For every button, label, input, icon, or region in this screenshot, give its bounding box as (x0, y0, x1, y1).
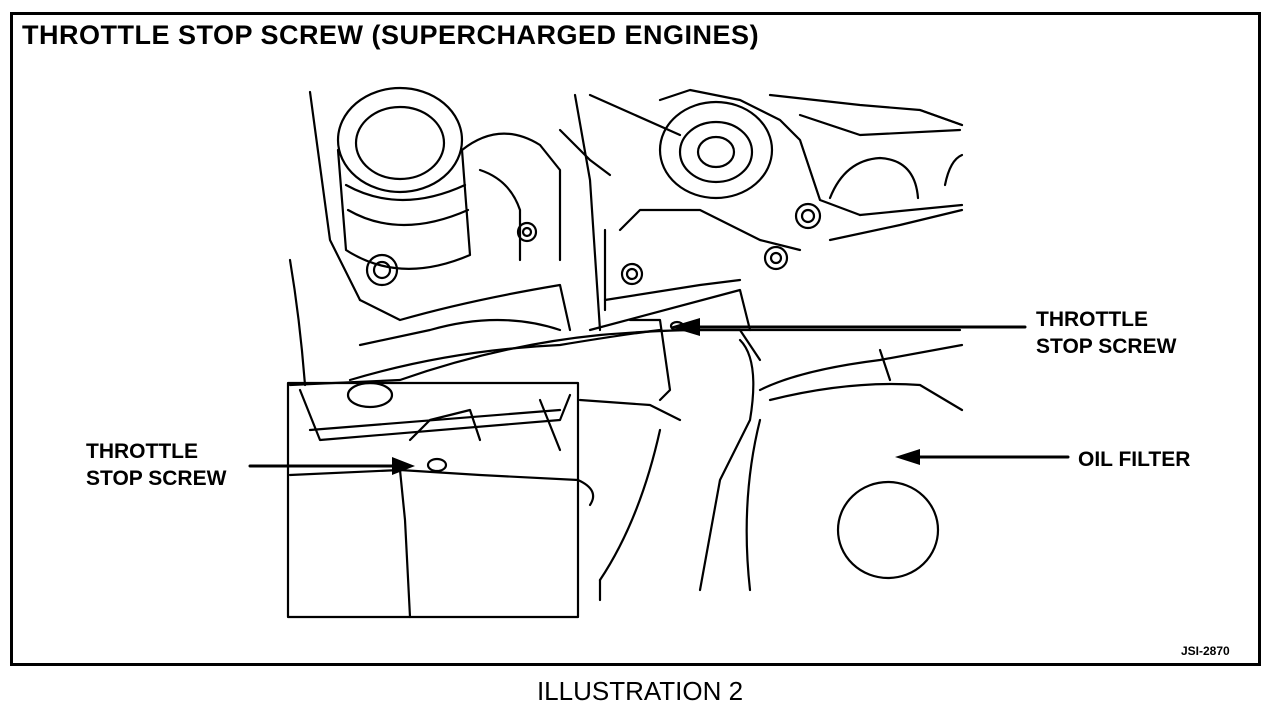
callout-line: THROTTLE (1036, 308, 1148, 331)
inset-throttle-area (286, 258, 595, 619)
idler-pulley (588, 88, 862, 312)
throttle-stop-screw-upper (669, 320, 685, 332)
figure-frame (10, 12, 1261, 666)
callout-line: STOP SCREW (86, 467, 227, 490)
figure-code: JSI-2870 (1181, 644, 1230, 658)
intake-housing (348, 93, 762, 402)
supercharger-inlet-tube (308, 86, 562, 302)
figure-title: THROTTLE STOP SCREW (SUPERCHARGED ENGINE… (22, 20, 760, 50)
throttle-stop-screw-lower (426, 457, 448, 473)
arrowheads (392, 318, 920, 475)
callout-line: STOP SCREW (1036, 335, 1177, 358)
leader-lines (248, 325, 1070, 468)
callout-oil-filter: OIL FILTER (1078, 448, 1191, 471)
callout-line: THROTTLE (86, 440, 198, 463)
bolt-heads (365, 202, 822, 287)
callout-throttle-stop-screw-lower: THROTTLE STOP SCREW (86, 438, 226, 492)
engine-block-upper (768, 93, 964, 242)
oil-filter-area (698, 338, 964, 592)
callout-throttle-stop-screw-upper: THROTTLE STOP SCREW (1036, 306, 1176, 360)
figure-caption: ILLUSTRATION 2 (536, 676, 744, 706)
